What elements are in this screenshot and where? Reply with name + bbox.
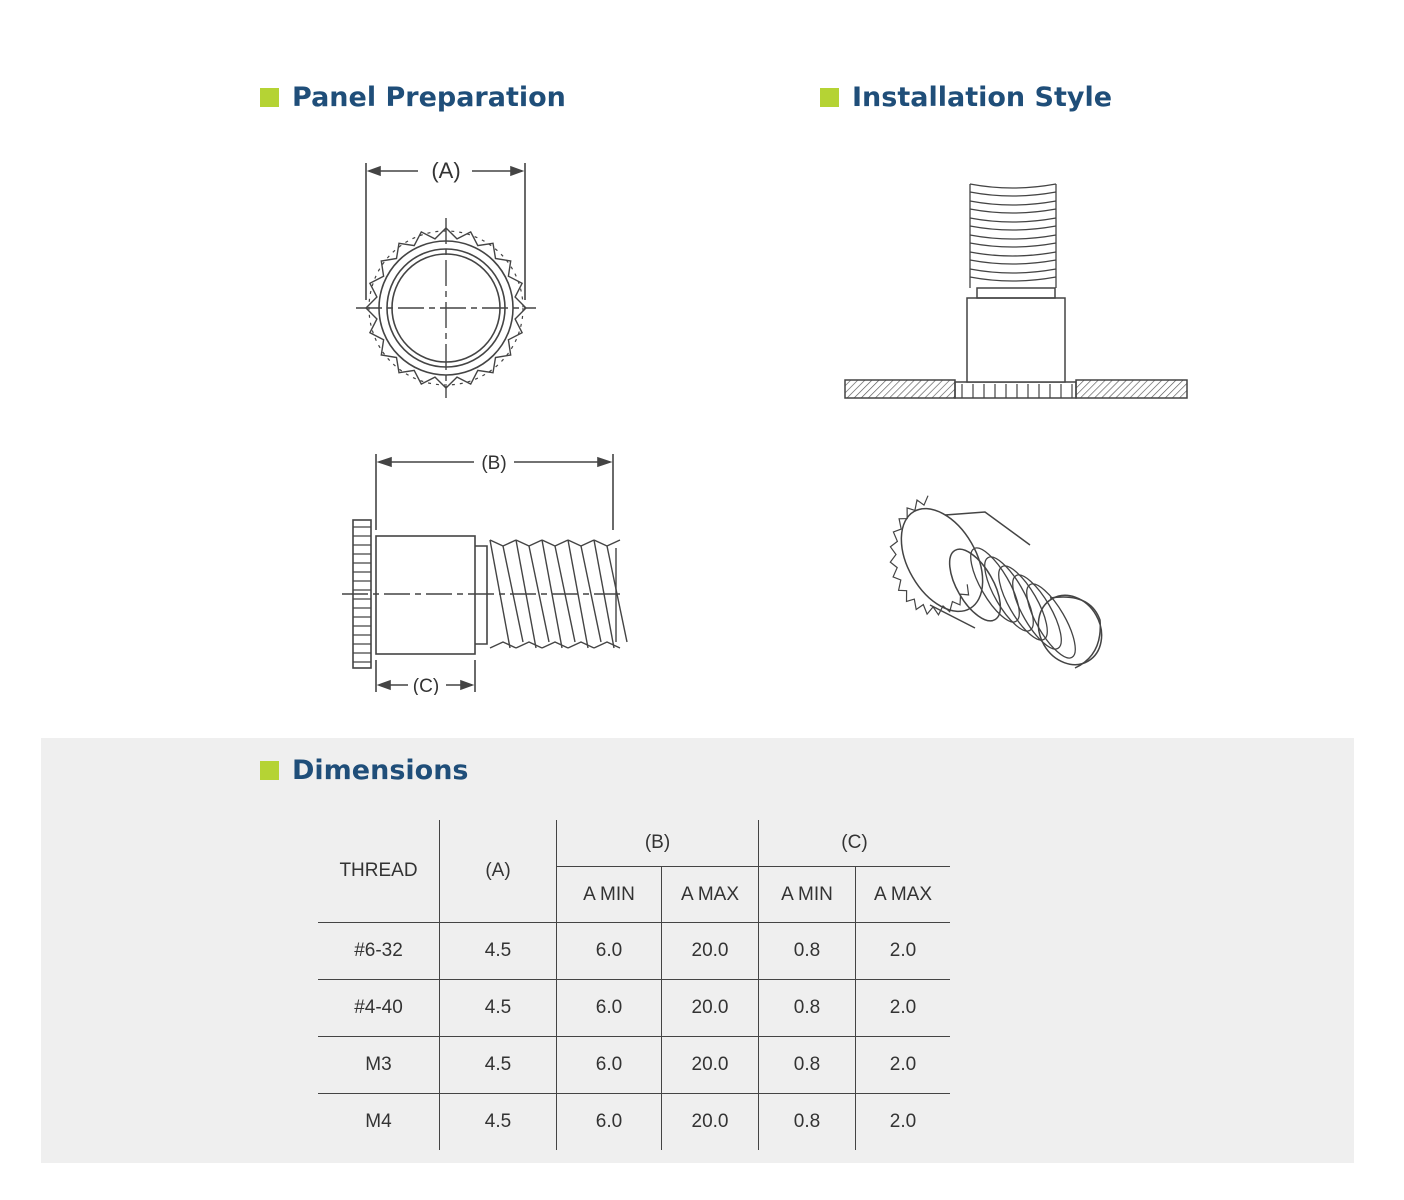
dimensions-table: THREAD (A) (B) (C) A MIN A MAX A MIN A M… [318,820,950,1150]
col-group-c-header: (C) [758,820,950,867]
cell-a: 4.5 [439,979,557,1037]
cell-a: 4.5 [439,1036,557,1094]
cell-b-max: 20.0 [661,1093,759,1150]
cell-b-min: 6.0 [556,922,662,980]
cell-c-min: 0.8 [758,979,856,1037]
cell-b-max: 20.0 [661,979,759,1037]
isometric-view-drawing [889,495,1103,669]
cell-a: 4.5 [439,1093,557,1150]
col-b-min-header: A MIN [556,866,662,923]
dim-c-label: (C) [413,676,439,695]
dim-b-label: (B) [481,453,506,474]
panel-preparation-title: Panel Preparation [292,82,566,113]
cell-b-max: 20.0 [661,922,759,980]
cell-b-max: 20.0 [661,1036,759,1094]
front-view-drawing: (A) [356,158,536,398]
table-row: M4 4.5 6.0 20.0 0.8 2.0 [318,1093,950,1150]
col-c-min-header: A MIN [758,866,856,923]
cell-thread: M3 [318,1036,440,1094]
col-thread-header: THREAD [318,820,440,923]
cell-c-max: 2.0 [855,922,950,980]
side-view-drawing: (B) (C) [342,453,628,695]
panel-preparation-heading: Panel Preparation [260,82,566,113]
col-b-max-header: A MAX [661,866,759,923]
cell-b-min: 6.0 [556,979,662,1037]
dimensions-title: Dimensions [292,755,469,786]
bullet-square-icon [820,88,839,107]
bullet-square-icon [260,88,279,107]
cell-c-max: 2.0 [855,1093,950,1150]
installation-style-title: Installation Style [852,82,1113,113]
cell-b-min: 6.0 [556,1036,662,1094]
cell-c-min: 0.8 [758,1036,856,1094]
cell-c-max: 2.0 [855,1036,950,1094]
col-group-b-header: (B) [556,820,759,867]
col-a-header: (A) [439,820,557,923]
cell-c-max: 2.0 [855,979,950,1037]
bullet-square-icon [260,761,279,780]
cell-c-min: 0.8 [758,922,856,980]
cell-c-min: 0.8 [758,1093,856,1150]
installation-drawing [844,183,1188,399]
table-row: #6-32 4.5 6.0 20.0 0.8 2.0 [318,922,950,980]
table-row: #4-40 4.5 6.0 20.0 0.8 2.0 [318,979,950,1037]
cell-thread: #6-32 [318,922,440,980]
cell-b-min: 6.0 [556,1093,662,1150]
cell-thread: M4 [365,1111,392,1132]
dimensions-heading: Dimensions [260,755,469,786]
installation-style-heading: Installation Style [820,82,1112,113]
cell-thread: #4-40 [318,979,440,1037]
table-row: M3 4.5 6.0 20.0 0.8 2.0 [318,1036,950,1094]
col-c-max-header: A MAX [855,866,950,923]
dim-a-label: (A) [431,158,460,183]
cell-a: 4.5 [439,922,557,980]
